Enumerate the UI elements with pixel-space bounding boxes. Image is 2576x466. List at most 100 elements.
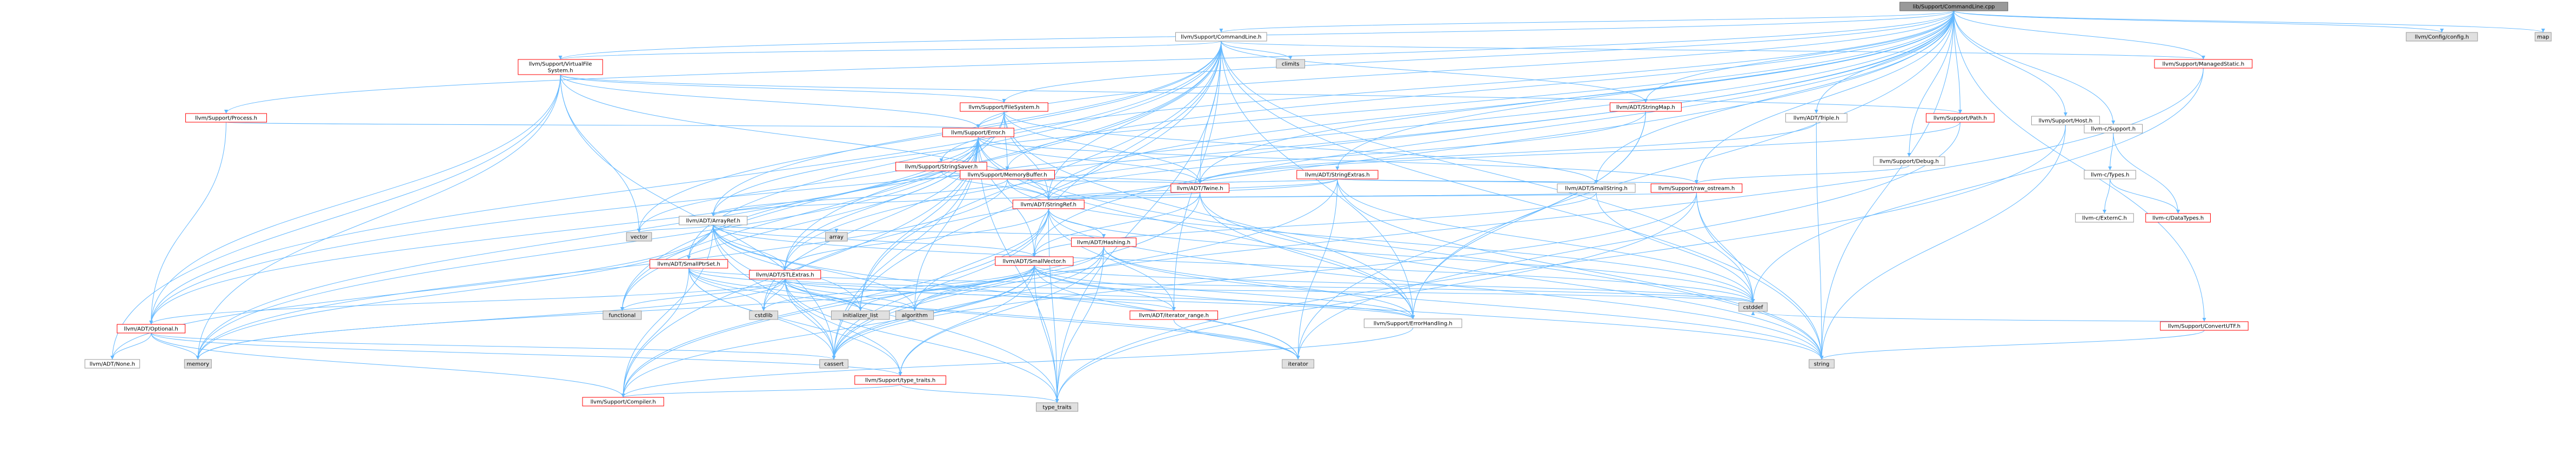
node-box xyxy=(1557,183,1636,193)
node-stringsaver[interactable]: llvm/Support/StringSaver.h xyxy=(895,162,987,171)
edge-stringref-to-cstddef xyxy=(1048,208,1755,303)
edge-error-to-memory xyxy=(196,136,979,360)
node-iterator[interactable]: iterator xyxy=(1282,359,1314,369)
node-label: llvm/ADT/SmallPtrSet.h xyxy=(657,262,720,268)
node-stringextras[interactable]: llvm/ADT/StringExtras.h xyxy=(1296,170,1379,179)
node-hashing[interactable]: llvm/ADT/Hashing.h xyxy=(1071,237,1136,247)
node-algorithm[interactable]: algorithm xyxy=(895,310,934,320)
node-csupport[interactable]: llvm-c/Support.h xyxy=(2084,124,2143,134)
edge-typetraits_llvm-to-typetraits xyxy=(900,384,1059,403)
node-vector[interactable]: vector xyxy=(626,232,652,242)
edge-root-to-cl xyxy=(1219,10,1955,33)
edge-iterrange-to-iterator xyxy=(1173,319,1300,360)
node-optional[interactable]: llvm/ADT/Optional.h xyxy=(117,324,186,334)
node-cl[interactable]: llvm/Support/CommandLine.h xyxy=(1175,32,1267,42)
node-climits[interactable]: climits xyxy=(1276,59,1306,69)
node-path[interactable]: llvm/Support/Path.h xyxy=(1925,113,1995,123)
node-none[interactable]: llvm/ADT/None.h xyxy=(84,359,140,369)
edge-rawostream-to-typetraits xyxy=(1055,192,1697,403)
edge-filesystem-to-memory xyxy=(196,111,1005,360)
node-label: llvm/Support/ConvertUTF.h xyxy=(2168,324,2240,330)
edge-optional-to-compiler xyxy=(151,332,625,398)
node-convertutf[interactable]: llvm/Support/ConvertUTF.h xyxy=(2160,321,2249,331)
node-managed[interactable]: llvm/Support/ManagedStatic.h xyxy=(2154,59,2253,69)
node-membuf[interactable]: llvm/Support/MemoryBuffer.h xyxy=(960,170,1055,179)
node-box xyxy=(1296,170,1379,179)
edge-convertutf-to-string xyxy=(1819,330,2205,360)
node-cassert[interactable]: cassert xyxy=(819,359,848,369)
edge-root-to-host xyxy=(1953,10,2068,117)
edge-cl-to-stringmap xyxy=(1221,41,1648,103)
edge-rawostream-to-cstddef xyxy=(1696,192,1755,303)
edge-arrayref-to-cassert xyxy=(713,224,836,360)
node-triple[interactable]: llvm/ADT/Triple.h xyxy=(1785,113,1848,123)
node-typetraits_llvm[interactable]: llvm/Support/type_traits.h xyxy=(854,375,946,385)
node-ctypes[interactable]: llvm-c/Types.h xyxy=(2084,170,2136,179)
node-box xyxy=(582,397,664,407)
node-box xyxy=(749,310,778,320)
edge-path-to-twine xyxy=(1198,122,1961,184)
node-filesystem[interactable]: llvm/Support/FileSystem.h xyxy=(960,102,1048,112)
node-array[interactable]: array xyxy=(825,232,848,242)
node-label: llvm/Support/type_traits.h xyxy=(865,378,935,384)
node-stlextras[interactable]: llvm/ADT/STLExtras.h xyxy=(749,270,821,279)
edge-cl-to-stringref xyxy=(1046,41,1222,201)
edge-cl-to-optional xyxy=(149,41,1222,325)
node-label: algorithm xyxy=(901,313,927,319)
node-label: initializer_list xyxy=(842,313,878,319)
node-smallstring[interactable]: llvm/ADT/SmallString.h xyxy=(1557,183,1636,193)
node-typetraits[interactable]: type_traits xyxy=(1036,402,1079,412)
node-label: llvm-c/ExternC.h xyxy=(2082,216,2127,222)
edge-root-to-managed xyxy=(1953,10,2205,60)
node-twine[interactable]: llvm/ADT/Twine.h xyxy=(1170,183,1229,193)
node-box xyxy=(2084,124,2143,134)
node-label: llvm/Support/CommandLine.h xyxy=(1181,35,1261,41)
node-initlist[interactable]: initializer_list xyxy=(831,310,890,320)
node-arrayref[interactable]: llvm/ADT/ArrayRef.h xyxy=(679,216,748,225)
node-cstdlib[interactable]: cstdlib xyxy=(749,310,778,320)
edge-stringmap-to-iterator xyxy=(1296,111,1646,360)
edge-csupport-to-ctypes xyxy=(2108,132,2114,171)
node-label: cstdlib xyxy=(755,313,773,319)
node-stringref[interactable]: llvm/ADT/StringRef.h xyxy=(1012,199,1085,209)
node-debug[interactable]: llvm/Support/Debug.h xyxy=(1873,156,1945,166)
node-label: llvm/ADT/Optional.h xyxy=(124,327,178,332)
node-label: llvm/Support/FileSystem.h xyxy=(969,105,1040,111)
node-box xyxy=(1036,402,1079,412)
edge-arrayref-to-smallvector xyxy=(713,224,1036,257)
edge-smallvector-to-cstddef xyxy=(1034,265,1755,303)
node-errhandling[interactable]: llvm/Support/ErrorHandling.h xyxy=(1363,318,1462,328)
node-iterrange[interactable]: llvm/ADT/iterator_range.h xyxy=(1129,310,1218,320)
node-map[interactable]: map xyxy=(2534,32,2552,42)
node-compiler[interactable]: llvm/Support/Compiler.h xyxy=(582,397,664,407)
node-rawostream[interactable]: llvm/Support/raw_ostream.h xyxy=(1650,183,1743,193)
node-cdatatypes[interactable]: llvm-c/DataTypes.h xyxy=(2145,213,2211,223)
node-config[interactable]: llvm/Config/config.h xyxy=(2406,32,2478,42)
edge-root-to-errhandling xyxy=(1411,10,1955,319)
edge-vfs-to-none xyxy=(110,74,561,360)
edge-optional-to-memory xyxy=(151,332,200,360)
node-memory[interactable]: memory xyxy=(184,359,212,369)
edge-arrayref-to-initlist xyxy=(713,224,862,311)
edge-stlextras-to-cstddef xyxy=(785,278,1755,303)
node-root[interactable]: lib/Support/CommandLine.cpp xyxy=(1899,2,2009,11)
node-host[interactable]: llvm/Support/Host.h xyxy=(2031,116,2100,125)
node-string[interactable]: string xyxy=(1809,359,1835,369)
node-functional[interactable]: functional xyxy=(603,310,642,320)
node-cstddef[interactable]: cstddef xyxy=(1738,302,1768,312)
node-error[interactable]: llvm/Support/Error.h xyxy=(942,128,1014,137)
node-process[interactable]: llvm/Support/Process.h xyxy=(185,113,267,123)
node-smallvector[interactable]: llvm/ADT/SmallVector.h xyxy=(995,256,1074,266)
edge-stlextras-to-iterator xyxy=(785,278,1300,360)
node-label: llvm/Support/VirtualFile xyxy=(529,62,592,68)
edge-cl-to-vector xyxy=(637,41,1222,233)
edge-smallptrset-to-initlist xyxy=(688,268,862,311)
node-smallptrset[interactable]: llvm/ADT/SmallPtrSet.h xyxy=(650,259,728,269)
node-cextern[interactable]: llvm-c/ExternC.h xyxy=(2075,213,2134,223)
edge-cl-to-iterrange xyxy=(1172,41,1222,311)
node-label: vector xyxy=(631,235,648,241)
edge-smallvector-to-string xyxy=(1034,265,1824,360)
node-stringmap[interactable]: llvm/ADT/StringMap.h xyxy=(1609,102,1682,112)
node-label: llvm/Support/StringSaver.h xyxy=(905,164,978,170)
